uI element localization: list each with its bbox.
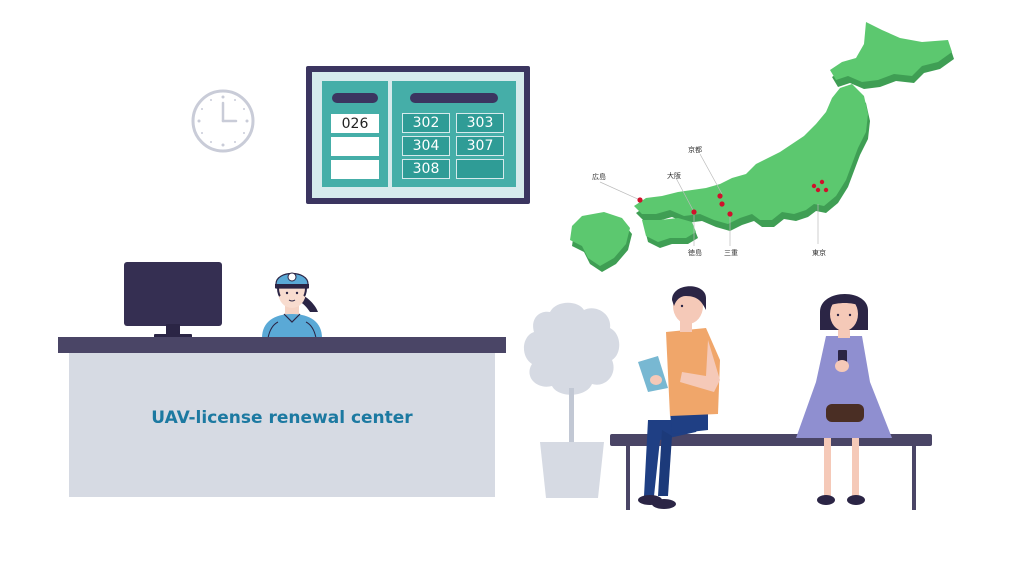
called-number-cell: 302	[402, 113, 450, 133]
man-reading	[638, 286, 720, 509]
waiting-number-cell: 026	[331, 114, 379, 133]
map-label-tokushima: 徳島	[688, 249, 702, 257]
receptionist	[262, 272, 322, 338]
map-label-hiroshima: 広島	[592, 173, 606, 181]
called-number-cell	[456, 159, 504, 179]
potted-plant	[523, 302, 620, 498]
map-islands	[570, 22, 954, 272]
map-label-mie: 三重	[724, 249, 738, 257]
counter-top	[58, 337, 506, 353]
called-number-cell: 304	[402, 136, 450, 156]
woman-with-phone	[796, 294, 892, 505]
waiting-number-cell	[331, 160, 379, 179]
japan-map	[570, 22, 954, 272]
map-label-tokyo: 東京	[812, 249, 826, 257]
counter-sign: UAV-license renewal center	[151, 408, 413, 428]
reception-counter	[69, 353, 495, 497]
clock-icon	[191, 89, 255, 153]
waiting-header-bar	[332, 93, 378, 103]
computer-monitor	[124, 262, 222, 338]
called-header-bar	[410, 93, 498, 103]
called-number-cell: 307	[456, 136, 504, 156]
map-label-kyoto: 京都	[688, 146, 702, 154]
waiting-number-cell	[331, 137, 379, 156]
map-label-osaka: 大阪	[667, 172, 681, 180]
called-number-cell: 308	[402, 159, 450, 179]
called-number-cell: 303	[456, 113, 504, 133]
